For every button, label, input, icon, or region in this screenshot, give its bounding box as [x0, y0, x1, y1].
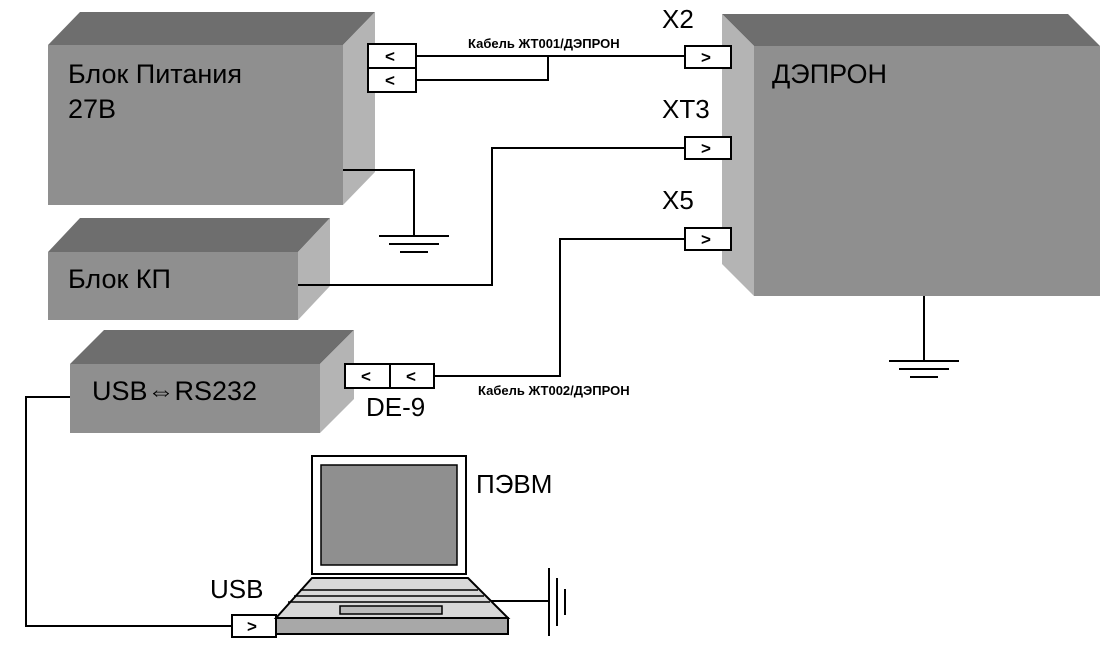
x2-connector: >: [684, 45, 732, 69]
de9-connector-right: <: [389, 363, 435, 389]
power-block-front: [48, 45, 343, 205]
depron-side: [722, 14, 754, 296]
depron-block: ДЭПРОН: [722, 14, 1100, 296]
kp-block-side: [298, 218, 330, 320]
power-block-side: [343, 12, 375, 205]
usb-rs232-side: [320, 330, 354, 433]
x5-connector-symbol: >: [701, 230, 711, 249]
usb-rs232-block: USB⇔RS232: [70, 330, 354, 433]
laptop-ground-icon: [548, 568, 566, 636]
kp-block-front: [48, 252, 298, 320]
kp-block-top: [48, 218, 330, 252]
de9-connector-right-symbol: <: [406, 367, 416, 386]
wires: [25, 55, 925, 627]
power-block-title: Блок Питания: [68, 59, 242, 89]
power-ground-wire: [343, 169, 415, 235]
kp-xt3-wire: [298, 147, 685, 286]
cable2-wire: [434, 238, 685, 377]
power-connector-top: <: [367, 43, 417, 69]
x2-label: X2: [662, 4, 694, 34]
x2-connector-symbol: >: [701, 48, 711, 67]
depron-top: [722, 14, 1100, 46]
de9-connector-left-symbol: <: [361, 367, 371, 386]
laptop-front-edge: [275, 617, 509, 635]
usb-rs232-label: USB⇔RS232: [92, 376, 257, 406]
usb-rs232-top: [70, 330, 354, 364]
usb-connector: >: [231, 614, 277, 638]
cable1-wire-lower: [416, 56, 549, 81]
cable1-label: Кабель ЖТ001/ДЭПРОН: [468, 36, 620, 51]
xt3-label: XT3: [662, 94, 710, 124]
power-block-top: [48, 12, 375, 45]
laptop-screen: [320, 464, 458, 566]
depron-ground-icon: [889, 360, 959, 378]
power-connector-top-symbol: <: [385, 47, 395, 66]
cable2-label: Кабель ЖТ002/ДЭПРОН: [478, 383, 630, 398]
depron-front: [754, 46, 1100, 296]
xt3-connector-symbol: >: [701, 139, 711, 158]
x5-connector: >: [684, 227, 732, 251]
power-supply-block: Блок Питания 27В: [48, 12, 375, 205]
usb-rs232-front: [70, 364, 320, 433]
xt3-connector: >: [684, 136, 732, 160]
kp-block-label: Блок КП: [68, 264, 171, 294]
pc-label: ПЭВМ: [476, 469, 552, 499]
usb-label: USB: [210, 574, 263, 604]
power-connector-bottom: <: [367, 67, 417, 93]
de9-label: DE-9: [366, 392, 425, 422]
power-block-voltage: 27В: [68, 94, 116, 124]
laptop-icon: [273, 455, 511, 635]
x5-label: X5: [662, 185, 694, 215]
de9-connector-left: <: [344, 363, 391, 389]
depron-label: ДЭПРОН: [772, 59, 887, 89]
usb-wire: [25, 396, 232, 627]
power-ground-icon: [379, 235, 449, 253]
kp-block: Блок КП: [48, 218, 330, 320]
usb-connector-symbol: >: [247, 617, 257, 636]
laptop-touchpad: [339, 605, 443, 615]
power-connector-bottom-symbol: <: [385, 71, 395, 90]
